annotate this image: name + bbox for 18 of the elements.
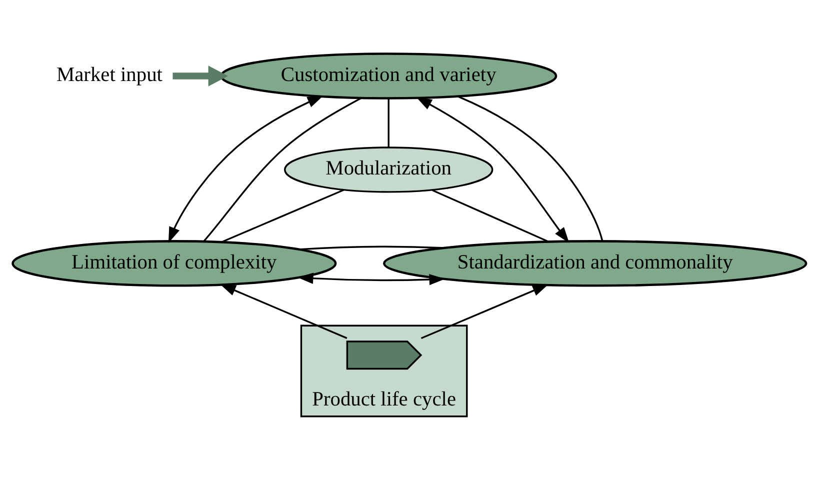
arrow <box>168 95 324 242</box>
node-ellipse: Customization and variety <box>220 52 558 99</box>
cluster: Product life cycle <box>300 324 468 417</box>
node-text: Market input <box>56 63 162 86</box>
connector <box>203 97 362 242</box>
connector <box>388 98 390 147</box>
connector <box>300 245 443 250</box>
connector <box>458 95 604 241</box>
node-chevron <box>346 340 422 370</box>
connector <box>432 188 548 242</box>
arrow <box>172 65 228 86</box>
arrow <box>220 284 348 338</box>
node-ellipse: Modularization <box>284 146 494 192</box>
arrow <box>420 284 549 339</box>
connector <box>222 188 344 242</box>
arrow <box>297 272 446 285</box>
arrow <box>416 96 570 243</box>
node-ellipse: Limitation of complexity <box>12 240 337 286</box>
